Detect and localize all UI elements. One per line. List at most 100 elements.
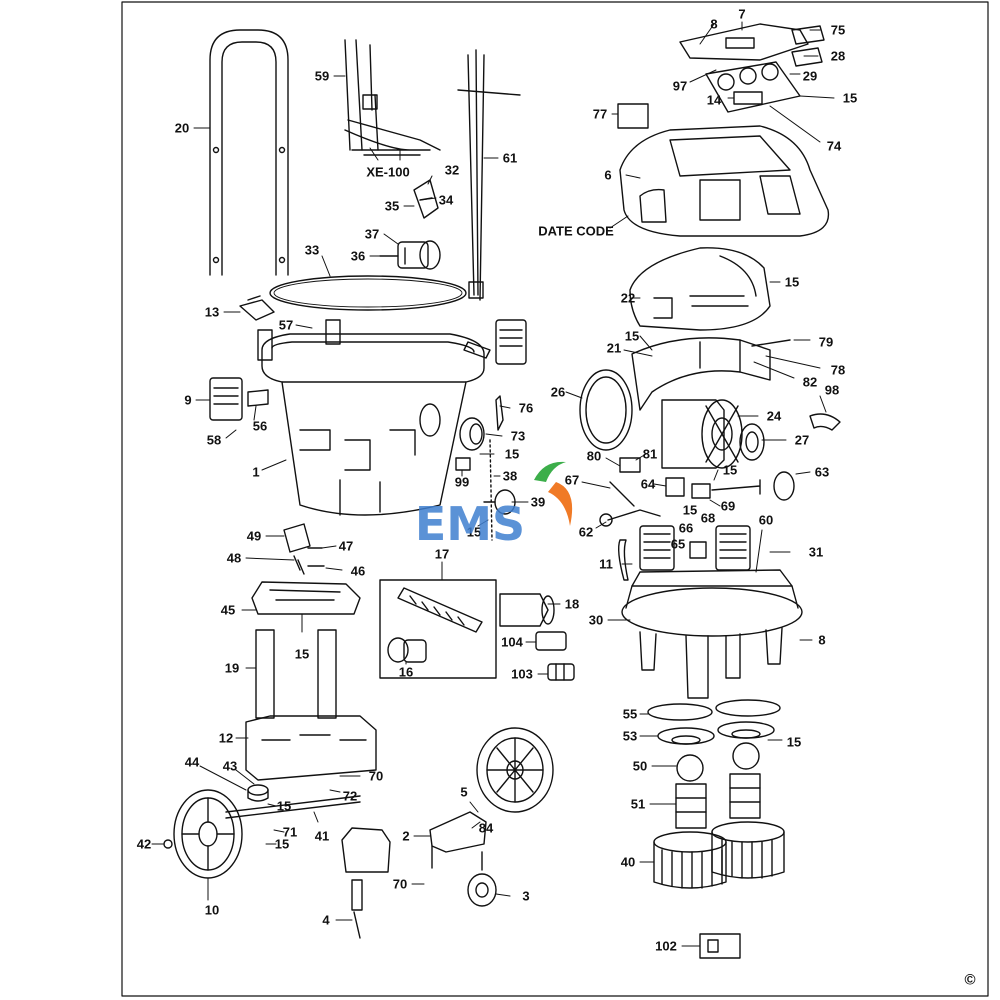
part-77-label (617, 103, 649, 129)
callout-30: 30 (588, 612, 604, 628)
part-26-ring (579, 369, 633, 451)
part-104-connector (535, 631, 567, 651)
callout-38: 38 (502, 468, 518, 484)
callout-48: 48 (226, 550, 242, 566)
part-17-brush (397, 587, 483, 633)
callout-82: 82 (802, 374, 818, 390)
callout-16: 16 (398, 664, 414, 680)
callout-80: 80 (586, 448, 602, 464)
part-51-cage (675, 773, 761, 829)
callout-14: 14 (706, 92, 722, 108)
callout-75: 75 (830, 22, 846, 38)
callout-9: 9 (184, 392, 192, 408)
callout-59: 59 (314, 68, 330, 84)
callout-15: 15 (294, 646, 310, 662)
callout-50: 50 (632, 758, 648, 774)
part-59-wiring-harness (344, 39, 441, 156)
part-40-filters (653, 821, 785, 889)
callout-15: 15 (722, 462, 738, 478)
part-65-switch (689, 541, 707, 559)
part-20-handle (209, 29, 289, 276)
callout-40: 40 (620, 854, 636, 870)
callout-84: 84 (478, 820, 494, 836)
callout-22: 22 (620, 290, 636, 306)
part-62-lever (599, 509, 661, 527)
callout-28: 28 (830, 48, 846, 64)
callout-77: 77 (592, 106, 608, 122)
callout-15: 15 (842, 90, 858, 106)
callout-37: 37 (364, 226, 380, 242)
callout-74: 74 (826, 138, 842, 154)
part-61-power-cord (457, 49, 521, 301)
part-45-trolley-cap (251, 581, 361, 615)
callout-27: 27 (794, 432, 810, 448)
callout-19: 19 (224, 660, 240, 676)
callout-47: 47 (338, 538, 354, 554)
callout-1: 1 (252, 464, 260, 480)
part-19-tubes (255, 629, 337, 719)
callout-39: 39 (530, 494, 546, 510)
callout-41: 41 (314, 828, 330, 844)
callout-45: 45 (220, 602, 236, 618)
part-36-inlet-socket (379, 240, 441, 270)
callout-70: 70 (368, 768, 384, 784)
part-73-float (459, 417, 485, 451)
callout-15: 15 (504, 446, 520, 462)
part-24-motor (661, 399, 743, 469)
part-98-foam (809, 413, 841, 431)
part-28-panel (791, 47, 823, 67)
callout-10: 10 (204, 902, 220, 918)
callout-55: 55 (622, 706, 638, 722)
callout-18: 18 (564, 596, 580, 612)
part-43-hub (247, 784, 269, 802)
part-49-cap (283, 523, 311, 553)
latch-right (463, 319, 527, 365)
callout-35: 35 (384, 198, 400, 214)
part-38-rod (489, 439, 493, 541)
callout-15: 15 (274, 836, 290, 852)
callout-79: 79 (818, 334, 834, 350)
callout-8: 8 (818, 632, 826, 648)
callout-15: 15 (466, 524, 482, 540)
callout-26: 26 (550, 384, 566, 400)
callout-20: 20 (174, 120, 190, 136)
callout-42: 42 (136, 836, 152, 852)
callout-68: 68 (700, 510, 716, 526)
part-6-upper-housing (619, 125, 830, 237)
watermark-swoosh-icon (534, 461, 573, 526)
part-22-motor-cover (629, 247, 771, 331)
part-63-disc (773, 471, 795, 501)
watermark-text: EMS (414, 497, 526, 551)
callout-72: 72 (342, 788, 358, 804)
callout-17: 17 (434, 546, 450, 562)
part-79-spring (751, 339, 791, 347)
part-41-axle (225, 795, 361, 819)
part-84-wheel (476, 727, 554, 813)
part-13-clip (239, 295, 275, 321)
part-16-nozzle (387, 637, 427, 663)
part-10-wheel (173, 789, 243, 879)
callout-61: 61 (502, 150, 518, 166)
callout-3: 3 (522, 888, 530, 904)
callout-5: 5 (460, 784, 468, 800)
callout-43: 43 (222, 758, 238, 774)
callout-15: 15 (682, 502, 698, 518)
callout-15: 15 (784, 274, 800, 290)
part-33-seal (269, 275, 467, 311)
part-17-accessory-kit (379, 579, 497, 679)
part-42-nut (163, 839, 173, 849)
callout-104: 104 (501, 634, 523, 650)
callout-98: 98 (824, 382, 840, 398)
part-76-valve (495, 395, 504, 431)
part-75-panel (791, 25, 825, 45)
part-81-valve (619, 457, 641, 473)
part-50-float-ball (676, 754, 704, 782)
callout-69: 69 (720, 498, 736, 514)
part-12-base (245, 715, 377, 781)
part-56-pad (247, 389, 269, 407)
callout-xe-100: XE-100 (366, 164, 410, 180)
callout-15: 15 (786, 734, 802, 750)
part-30-separator (621, 569, 803, 699)
callout-29: 29 (802, 68, 818, 84)
copyright-mark: © (964, 971, 976, 989)
